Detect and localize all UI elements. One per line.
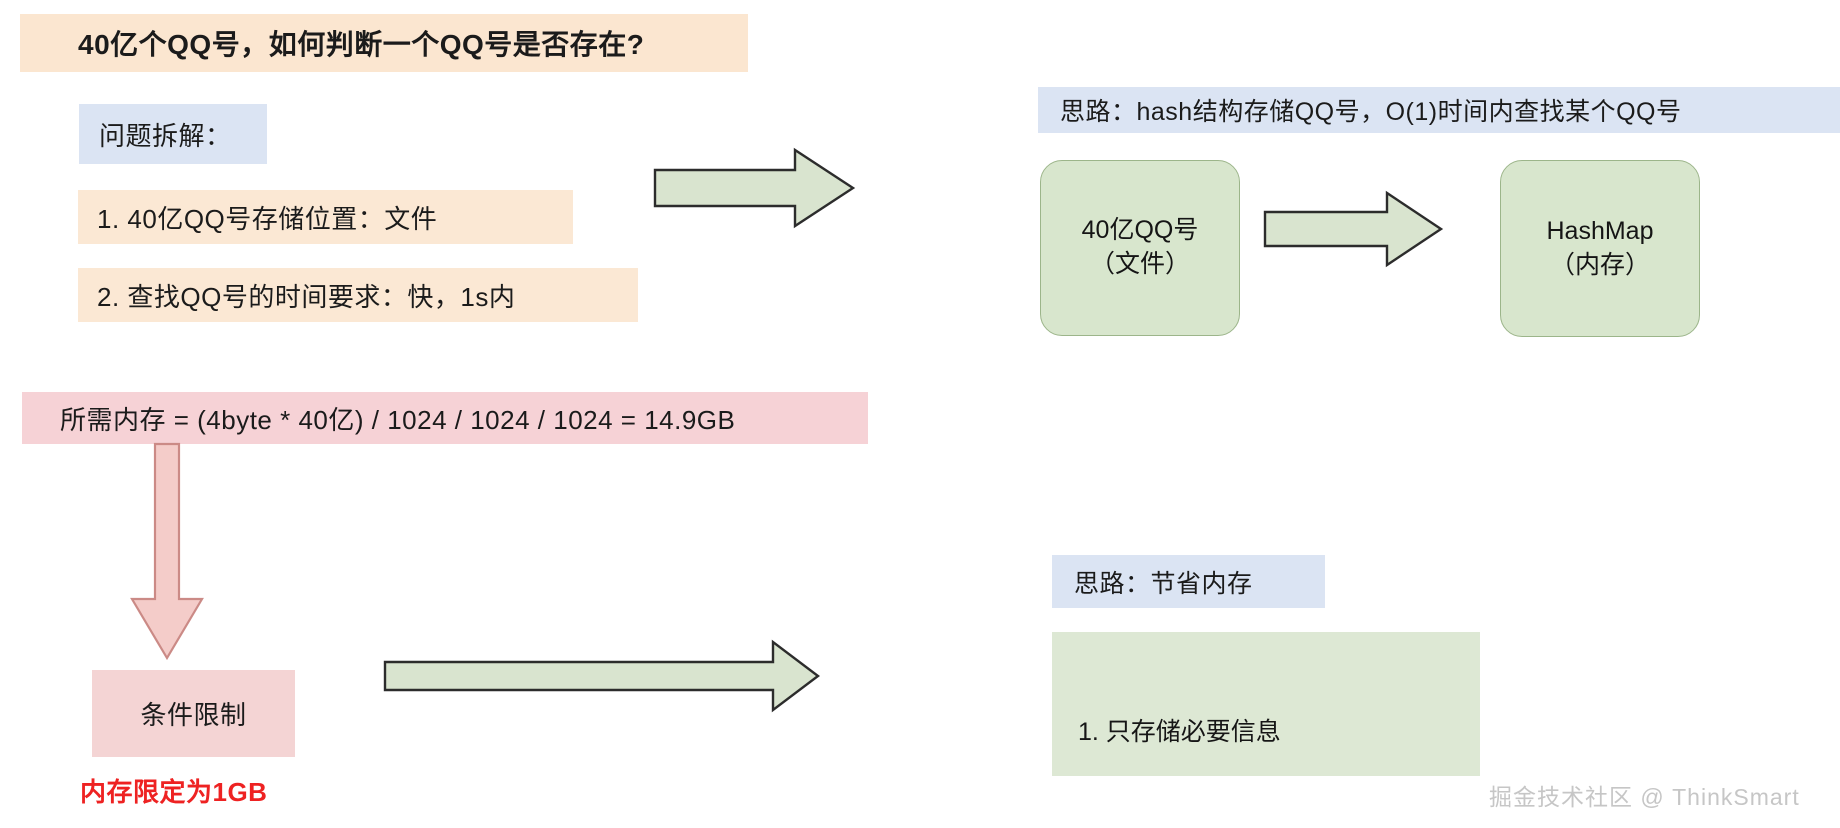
page-title: 40亿个QQ号，如何判断一个QQ号是否存在? [20,14,748,72]
idea-save-memory: 思路：节省内存 [1052,555,1325,608]
card-hashmap-line1: HashMap [1546,216,1654,245]
decomposition-item-2: 2. 查找QQ号的时间要求：快，1s内 [78,268,638,322]
arrow-right-bottom-icon [383,639,820,713]
card-hashmap-memory: HashMap （内存） [1500,160,1700,337]
card-qq-file-line2: （文件） [1089,250,1190,278]
card-hashmap-line2: （内存） [1549,250,1650,279]
savings-strategies-panel: 1. 只存储必要信息 2. 字节存储 -> 位存储 [1052,632,1480,776]
watermark: 掘金技术社区 @ ThinkSmart [1489,784,1800,810]
savings-item-1: 1. 只存储必要信息 [1078,718,1281,746]
arrow-right-inner-icon [1263,190,1444,268]
memory-calculation: 所需内存 = (4byte * 40亿) / 1024 / 1024 / 102… [22,392,868,444]
problem-decomposition-label: 问题拆解： [79,104,267,164]
arrow-right-main-icon [653,147,856,229]
arrow-down-constraint-icon [130,442,204,661]
constraint-box: 条件限制 [92,670,295,757]
card-qq-file: 40亿QQ号 （文件） [1040,160,1240,336]
idea-hash-approach: 思路：hash结构存储QQ号，O(1)时间内查找某个QQ号 [1038,87,1840,133]
memory-limit-note: 内存限定为1GB [80,776,268,807]
card-qq-file-line1: 40亿QQ号 [1081,216,1199,245]
decomposition-item-1: 1. 40亿QQ号存储位置：文件 [78,190,573,244]
